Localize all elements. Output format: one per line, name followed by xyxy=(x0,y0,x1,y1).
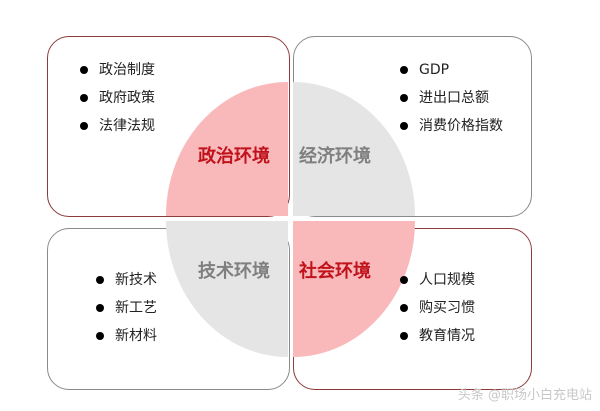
list-item: 新技术 xyxy=(96,266,157,294)
political-list: 政治制度 政府政策 法律法规 xyxy=(80,56,155,140)
item-text: 新材料 xyxy=(115,328,157,344)
bullet-icon xyxy=(96,276,104,284)
bullet-icon xyxy=(80,122,88,130)
list-item: GDP xyxy=(400,56,503,84)
list-item: 新材料 xyxy=(96,322,157,350)
list-item: 政府政策 xyxy=(80,84,155,112)
bullet-icon xyxy=(96,304,104,312)
list-item: 进出口总额 xyxy=(400,84,503,112)
list-item: 法律法规 xyxy=(80,112,155,140)
list-item: 政治制度 xyxy=(80,56,155,84)
bullet-icon xyxy=(80,94,88,102)
bullet-icon xyxy=(400,94,408,102)
political-quadrant xyxy=(166,82,288,216)
social-list: 人口规模 购买习惯 教育情况 xyxy=(400,266,475,350)
bullet-icon xyxy=(96,332,104,340)
social-quadrant xyxy=(293,221,415,357)
item-text: 购买习惯 xyxy=(419,300,475,316)
item-text: 法律法规 xyxy=(99,118,155,134)
bullet-icon xyxy=(400,66,408,74)
economic-quadrant xyxy=(293,82,415,216)
list-item: 新工艺 xyxy=(96,294,157,322)
list-item: 人口规模 xyxy=(400,266,475,294)
political-title: 政治环境 xyxy=(198,146,270,167)
item-text: 新技术 xyxy=(115,272,157,288)
bullet-icon xyxy=(400,332,408,340)
item-text: 人口规模 xyxy=(419,272,475,288)
item-text: 政府政策 xyxy=(99,90,155,106)
bullet-icon xyxy=(400,304,408,312)
item-text: 新工艺 xyxy=(115,300,157,316)
item-text: 消费价格指数 xyxy=(419,118,503,134)
list-item: 购买习惯 xyxy=(400,294,475,322)
technological-quadrant xyxy=(166,221,288,357)
economic-list: GDP 进出口总额 消费价格指数 xyxy=(400,56,503,140)
list-item: 消费价格指数 xyxy=(400,112,503,140)
social-title: 社会环境 xyxy=(299,261,371,282)
list-item: 教育情况 xyxy=(400,322,475,350)
item-text: GDP xyxy=(419,62,450,78)
bullet-icon xyxy=(400,122,408,130)
technological-list: 新技术 新工艺 新材料 xyxy=(96,266,157,350)
bullet-icon xyxy=(400,276,408,284)
item-text: 政治制度 xyxy=(99,62,155,78)
watermark: 头条 @职场小白充电站 xyxy=(457,388,592,403)
item-text: 教育情况 xyxy=(419,328,475,344)
item-text: 进出口总额 xyxy=(419,90,489,106)
technological-title: 技术环境 xyxy=(198,261,270,282)
bullet-icon xyxy=(80,66,88,74)
economic-title: 经济环境 xyxy=(299,146,371,167)
